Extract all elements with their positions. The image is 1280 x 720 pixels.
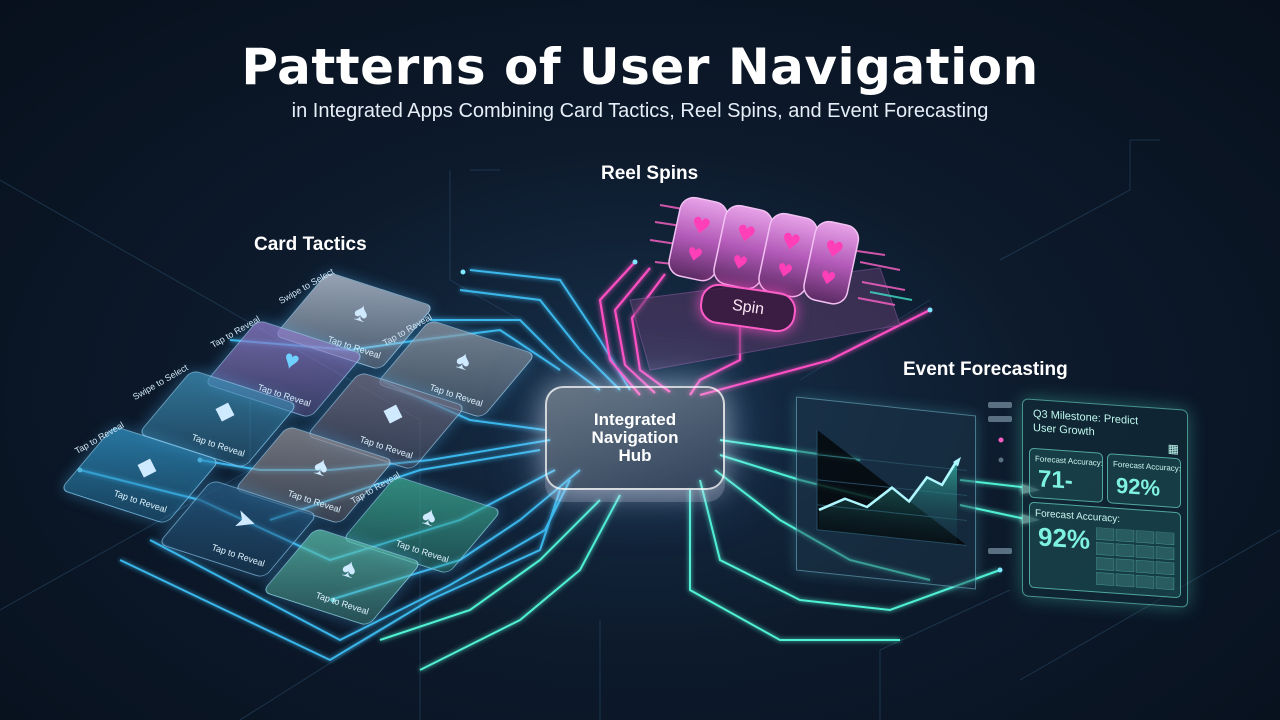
reel-drums: ♥ ♥ ♥ ♥ ♥ ♥ ♥ ♥	[668, 196, 860, 305]
hub-label: Integrated Navigation Hub	[591, 410, 679, 465]
forecast-chart-panel	[796, 396, 976, 590]
spin-button-label: Spin	[731, 296, 766, 319]
reel-spins-connections	[598, 261, 931, 397]
forecast-box-3-value: 92%	[1038, 521, 1091, 555]
trend-arrow-icon	[953, 456, 961, 467]
trend-line	[818, 459, 959, 512]
arrow-icon: ➤	[230, 502, 261, 538]
svg-text:♥: ♥	[730, 251, 750, 275]
diamond-icon: ◆	[211, 392, 240, 428]
forecast-box-1-value: 71-	[1038, 465, 1073, 495]
forecast-panel-title: Q3 Milestone: Predict User Growth	[1033, 407, 1139, 439]
trend-chart	[816, 429, 967, 547]
svg-text:♥: ♥	[775, 259, 795, 283]
section-label-card-tactics: Card Tactics	[254, 234, 367, 255]
diamond-icon: ◆	[379, 394, 408, 430]
growth-chart-icon: ▦	[1167, 441, 1179, 457]
forecast-side-controls	[988, 402, 1012, 554]
forecast-data-grid	[1096, 527, 1175, 591]
forecast-box-3[interactable]: Forecast Accuracy: 92%	[1029, 501, 1181, 599]
diamond-icon: ◆	[133, 448, 162, 484]
section-label-reel-spins: Reel Spins	[601, 163, 699, 184]
page-title: Patterns of User Navigation	[241, 38, 1039, 96]
forecast-panel: Q3 Milestone: Predict User Growth ▦ Fore…	[1022, 398, 1188, 608]
section-label-event-forecasting: Event Forecasting	[903, 359, 1068, 380]
heart-icon: ♥	[279, 343, 304, 377]
navigation-hub[interactable]: Integrated Navigation Hub	[545, 386, 725, 490]
svg-text:♥: ♥	[685, 243, 705, 267]
spade-icon: ♠	[350, 295, 373, 329]
trend-area	[819, 460, 957, 545]
forecast-box-2-label: Forecast Accuracy:	[1113, 459, 1182, 474]
svg-text:♥: ♥	[818, 267, 838, 291]
forecast-box-2-value: 92%	[1116, 472, 1161, 501]
spade-icon: ♠	[338, 551, 361, 585]
spade-icon: ♠	[418, 499, 441, 533]
spade-icon: ♠	[310, 449, 333, 483]
forecast-box-2[interactable]: Forecast Accuracy: 92%	[1107, 453, 1182, 509]
forecast-box-1[interactable]: Forecast Accuracy: 71-	[1029, 447, 1103, 503]
page-subtitle: in Integrated Apps Combining Card Tactic…	[291, 100, 989, 122]
spade-icon: ♠	[452, 343, 475, 377]
